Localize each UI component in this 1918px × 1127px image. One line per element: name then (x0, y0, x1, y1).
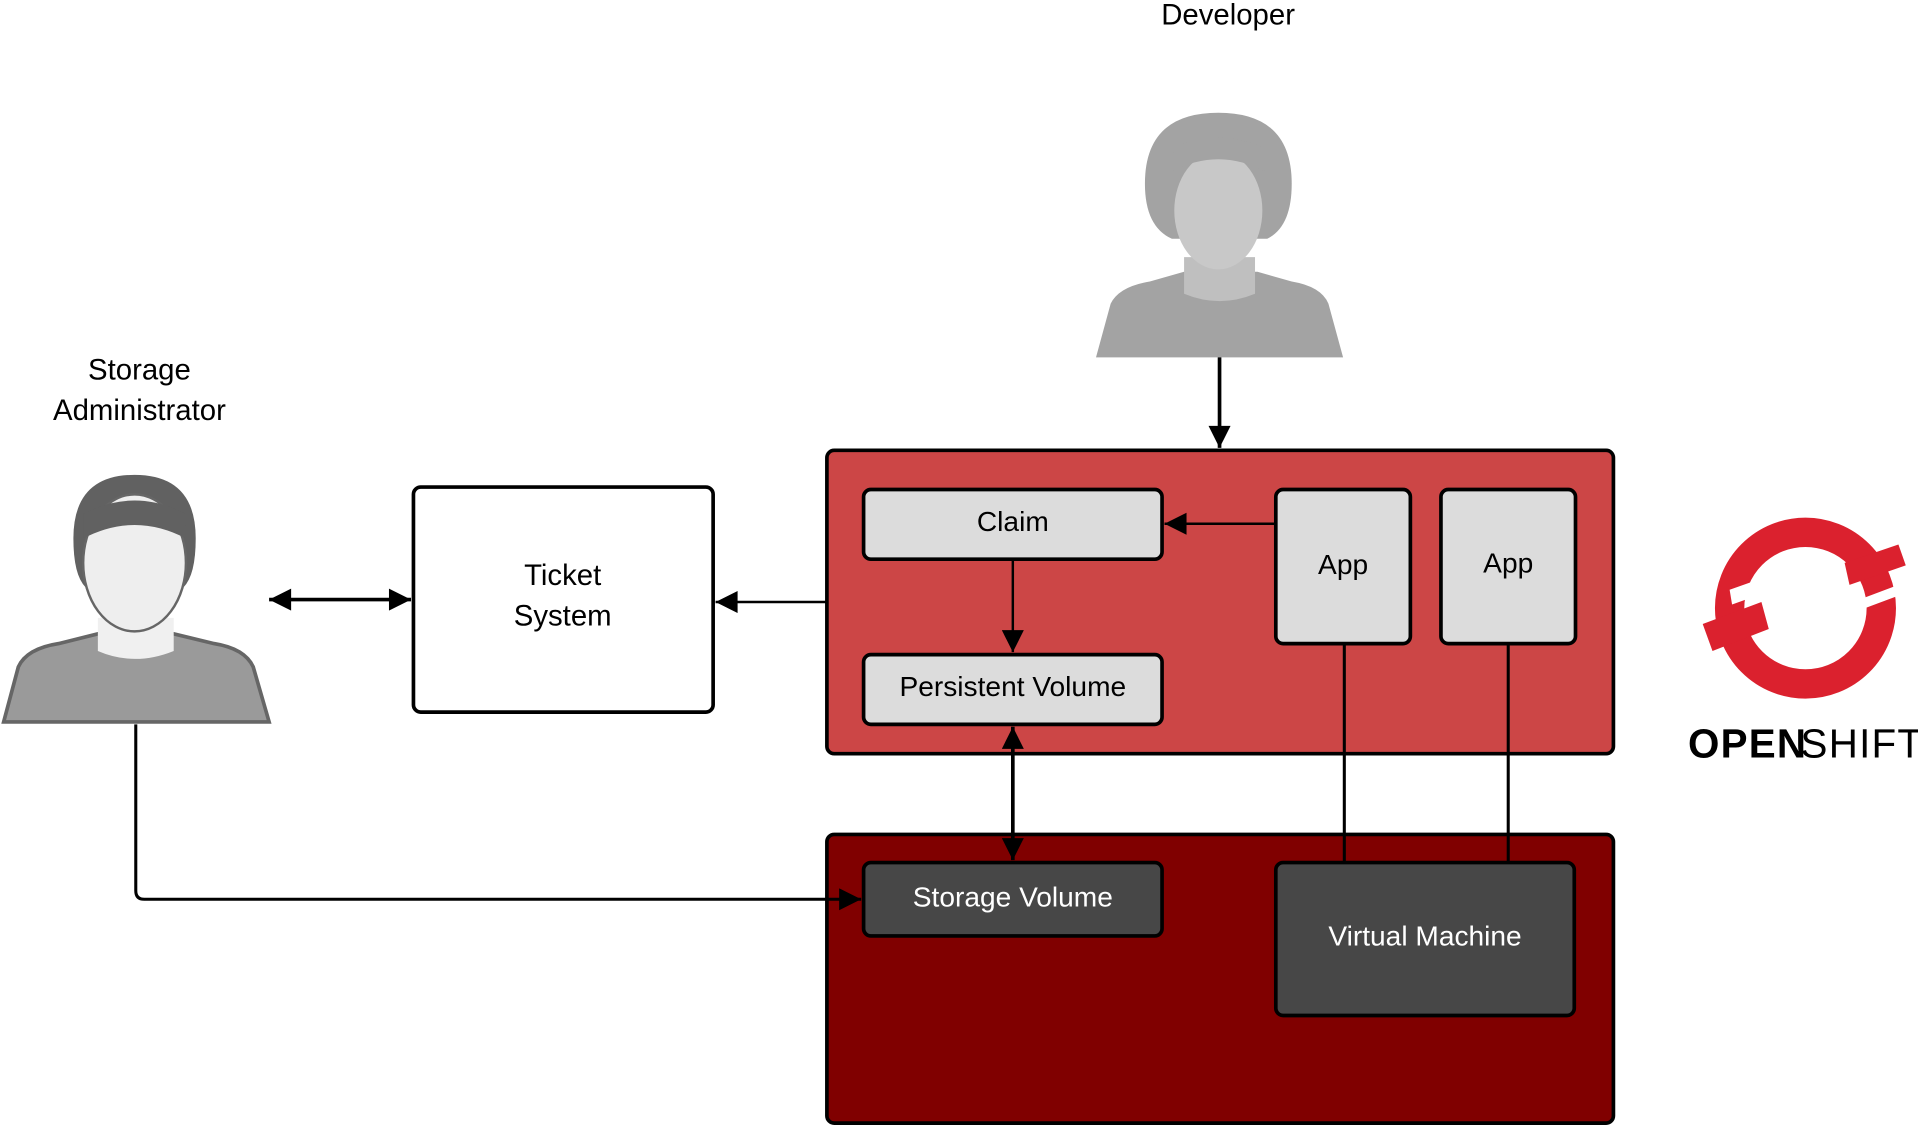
admin-to-storage-volume-arrow (134, 724, 862, 911)
developer-label: Developer (1161, 0, 1295, 32)
storage-admin-label-line2: Administrator (53, 394, 226, 427)
developer-person-icon (1096, 112, 1344, 358)
persistent-volume-label: Persistent Volume (899, 671, 1126, 702)
virtual-machine-box (1273, 860, 1577, 1018)
ticket-system-label-line1: Ticket (524, 559, 601, 592)
virtual-machine-label: Virtual Machine (1328, 921, 1521, 952)
storage-volume-label: Storage Volume (913, 882, 1113, 913)
ticket-system-label-line2: System (514, 599, 612, 632)
app-label-1: App (1318, 549, 1368, 580)
claim-label: Claim (977, 506, 1049, 537)
storage-admin-person-icon (1, 474, 272, 724)
storage-admin-label-line1: Storage (88, 353, 191, 386)
persistent-volume-box (861, 652, 1164, 727)
app-label-2: App (1483, 548, 1533, 579)
logo-text-shift: SHIFT (1801, 720, 1918, 766)
openshift-logo: OPEN SHIFT (1688, 517, 1918, 766)
storage-volume-box (861, 860, 1164, 938)
logo-text-open: OPEN (1688, 720, 1807, 766)
ticket-system-box (411, 485, 715, 714)
